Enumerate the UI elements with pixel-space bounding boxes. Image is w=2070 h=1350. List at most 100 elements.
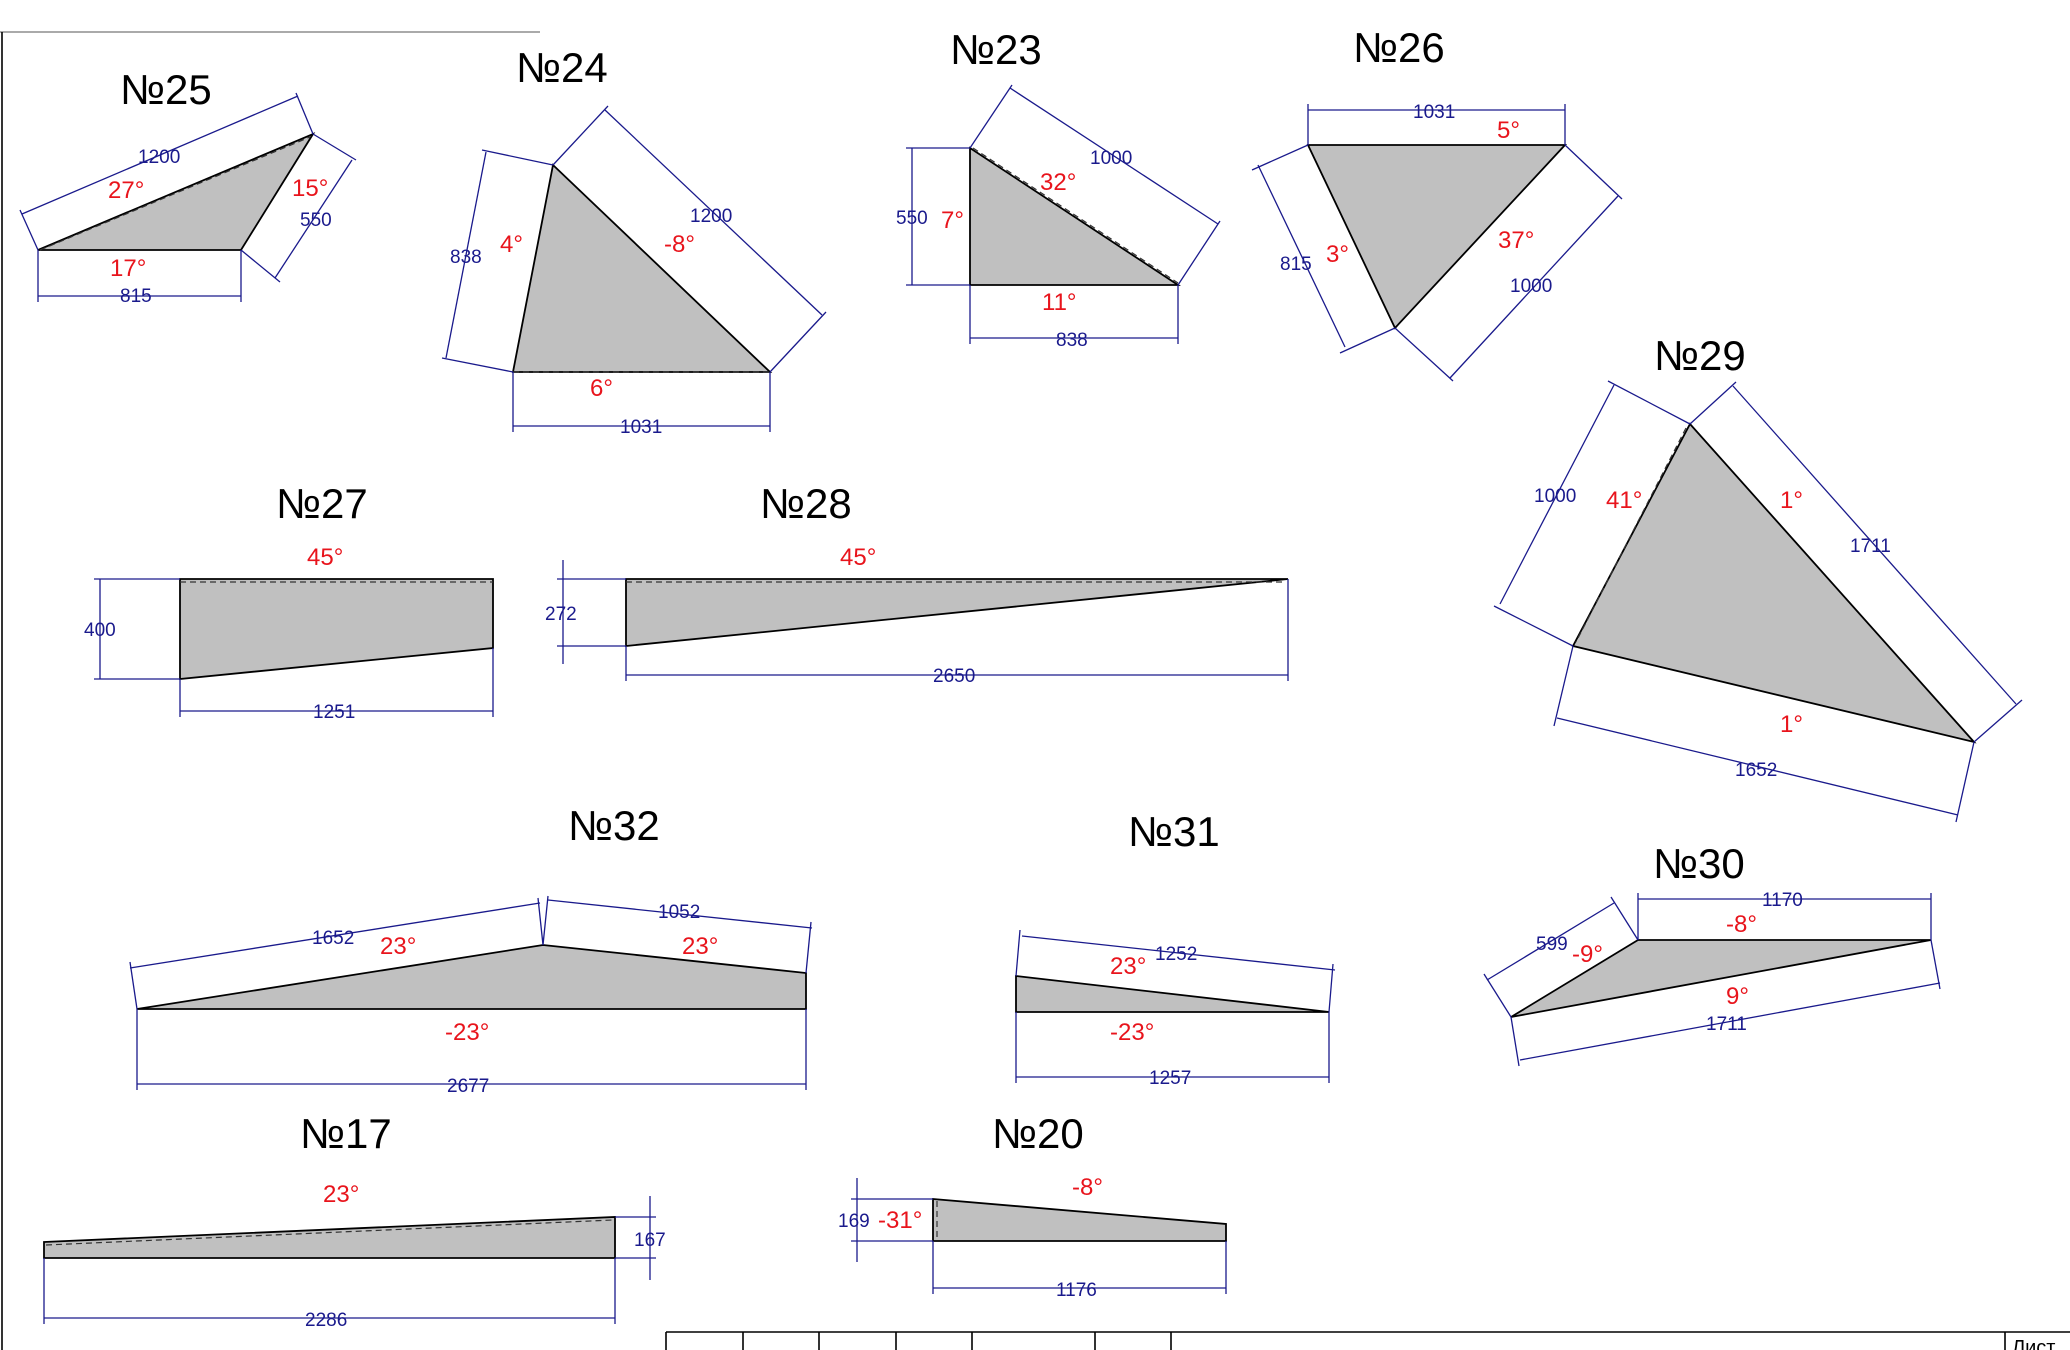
dimension-line [1483,973,1512,1018]
part-title: №25 [120,66,212,113]
part-title: №31 [1128,808,1220,855]
hidden-edge [39,136,311,251]
angle-label: 4° [500,231,523,258]
part-24: №24 838 1200 1031 4° -8° 6° [441,44,827,438]
dimension-label: 1200 [690,206,732,227]
dimension-line [1955,741,1975,823]
part-title: №23 [950,26,1042,73]
dimension-label: 838 [1056,330,1088,351]
hidden-edge [1575,427,1687,643]
dimension-line [1339,327,1396,354]
dimension-label: 1170 [1762,890,1803,911]
angle-label: 9° [1726,983,1749,1010]
part-title: №29 [1654,332,1746,379]
dimension-line [445,151,487,359]
dimension-label: 272 [545,604,577,625]
part-27-shape [179,578,494,680]
dimension-line [1015,929,1021,977]
angle-label: 17° [110,255,146,282]
dimension-line [537,897,544,946]
part-27: №27 400 1251 45° [84,480,494,723]
dimension-line [1519,982,1941,1061]
part-title: №26 [1353,24,1445,71]
dimension-line [552,105,609,166]
dimension-line [1257,164,1346,348]
dimension-label: 815 [120,286,152,307]
dimension-label: 2677 [447,1076,489,1097]
dimension-label: 1711 [1850,536,1891,557]
dimension-label: 550 [896,208,928,229]
angle-label: 45° [840,544,876,571]
dimension-line [481,149,554,166]
dimension-line [129,902,541,969]
dimension-label: 838 [450,247,482,268]
angle-label: 11° [1042,289,1077,316]
dimension-label: 1176 [1056,1280,1097,1301]
dimension-line [1493,605,1574,647]
angle-label: 7° [941,207,964,234]
dimension-line [1449,195,1619,379]
dimension-label: 1251 [313,702,355,723]
dimension-label: 550 [300,210,332,231]
dimension-label: 1000 [1090,148,1132,169]
dimension-label: 1031 [620,417,662,438]
dimension-line [969,84,1013,149]
dimension-line [1553,645,1574,727]
part-23-shape [969,146,1182,286]
part-29-shape [1571,422,1977,744]
angle-label: 15° [292,175,328,202]
dimension-label: 599 [1536,934,1568,955]
dimension-line [21,95,299,215]
angle-label: 23° [1110,953,1146,980]
dimension-line [1556,717,1959,816]
part-32: №32 1652 1052 2677 23° 23° -23° [129,802,813,1097]
sheet-label: Лист [2012,1337,2055,1350]
angle-label: -31° [878,1207,922,1234]
part-title: №20 [992,1110,1084,1157]
title-block: Лист [665,1331,2070,1350]
dimension-label: 1652 [1735,760,1777,781]
part-25: №25 1200 550 815 27° 15° 17° [19,66,357,307]
angle-label: 23° [380,933,416,960]
angle-label: -23° [1110,1019,1154,1046]
angle-label: 27° [108,177,144,204]
dimension-line [1328,963,1334,1013]
part-29: №29 1000 1711 1652 41° 1° 1° [1493,332,2023,823]
dimension-line [129,961,138,1010]
angle-label: 41° [1606,487,1642,514]
dimension-line [441,357,514,373]
dimension-line [19,209,39,251]
hidden-edge [45,1219,614,1246]
dimension-line [1510,1016,1520,1067]
dimension-line [547,899,813,929]
part-20-shape [932,1198,1227,1242]
angle-label: -8° [664,231,695,258]
angle-label: 23° [682,933,718,960]
dimension-line [1499,384,1615,605]
dimension-line [1732,385,2017,705]
part-30: №30 599 1170 1711 -9° -8° 9° [1483,840,1941,1067]
angle-label: 45° [307,544,343,571]
dimension-label: 1200 [138,147,180,168]
angle-label: 32° [1040,169,1076,196]
dimension-label: 169 [838,1211,870,1232]
dimension-line [1486,902,1615,981]
dimension-line [274,159,353,279]
angle-label: 23° [323,1181,359,1208]
dimension-line [312,133,357,161]
part-25-shape [37,132,316,251]
angle-label: 3° [1326,241,1349,268]
dimension-label: 1252 [1155,944,1197,965]
part-17: №17 167 2286 23° [43,1110,666,1331]
part-23: №23 550 1000 838 7° 32° 11° [896,26,1221,351]
dimension-line [1607,380,1691,425]
dimension-line [240,249,281,283]
part-title: №27 [276,480,368,527]
part-title: №24 [516,44,608,91]
angle-label: 1° [1780,711,1803,738]
part-28-shape [625,578,1289,647]
angle-label: -8° [1072,1174,1103,1201]
dimension-label: 1257 [1149,1068,1191,1089]
hidden-edge [972,147,1179,284]
